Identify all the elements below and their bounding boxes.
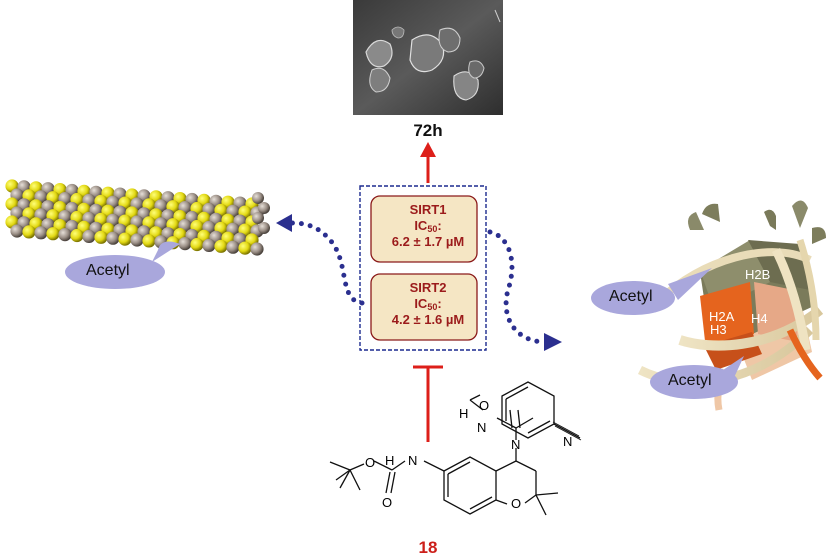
sirt1-value: 6.2 ± 1.7 µM — [391, 234, 465, 249]
inhibition-symbol — [413, 365, 443, 442]
histone-h2b-label: H2B — [745, 267, 771, 282]
atom-o-urea: O — [479, 398, 490, 413]
compound-18-structure — [329, 381, 582, 516]
acetyl-pointer-histone-upper — [668, 268, 712, 300]
acetyl-label-histone-upper: Acetyl — [609, 288, 653, 305]
sirt1-name: SIRT1 — [409, 202, 447, 217]
atom-o-ester: O — [365, 455, 376, 470]
time-label: 72h — [413, 121, 443, 140]
atom-h-urea-upper: H — [459, 406, 469, 421]
sirt1-ic-label: IC50: — [414, 218, 442, 234]
atom-n-nitrile: N — [563, 434, 573, 449]
acetyl-pill-histone-lower — [650, 365, 738, 399]
atom-n-carbamate: N — [408, 453, 418, 468]
sirt2-card — [370, 273, 478, 341]
sirt2-text: SIRT2 IC50: 4.2 ± 1.6 µM — [373, 280, 483, 328]
atom-n-urea-lower: N — [511, 437, 521, 452]
histone-h3-label: H3 — [710, 322, 727, 337]
acetyl-label-histone-lower: Acetyl — [668, 372, 712, 389]
sirt1-text: SIRT1 IC50: 6.2 ± 1.7 µM — [373, 202, 483, 250]
compound-number: 18 — [418, 538, 438, 557]
sirt2-name: SIRT2 — [409, 280, 447, 295]
acetyl-label-tubulin: Acetyl — [86, 262, 130, 279]
histone-h4-label: H4 — [751, 311, 768, 326]
histone-h2a-label: H2A — [709, 309, 735, 324]
acetyl-pill-tubulin — [65, 255, 165, 289]
sirt-box — [359, 185, 487, 351]
acetyl-pointer-tubulin — [152, 241, 180, 262]
atom-n-urea-upper: N — [477, 420, 487, 435]
arrow-to-micrograph — [420, 142, 436, 183]
atom-o-ring: O — [511, 496, 522, 511]
atom-o-carbonyl: O — [382, 495, 393, 510]
dotted-arrow-to-nucleosome — [487, 229, 562, 351]
cell-micrograph — [353, 0, 503, 115]
sirt1-card — [370, 195, 478, 263]
acetyl-pill-histone-upper — [591, 281, 675, 315]
atom-h-carbamate: H — [385, 453, 395, 468]
microtubule — [5, 179, 270, 256]
dotted-arrow-to-tubulin — [276, 214, 365, 306]
sirt2-value: 4.2 ± 1.6 µM — [391, 312, 465, 327]
sirt2-ic-label: IC50: — [414, 296, 442, 312]
